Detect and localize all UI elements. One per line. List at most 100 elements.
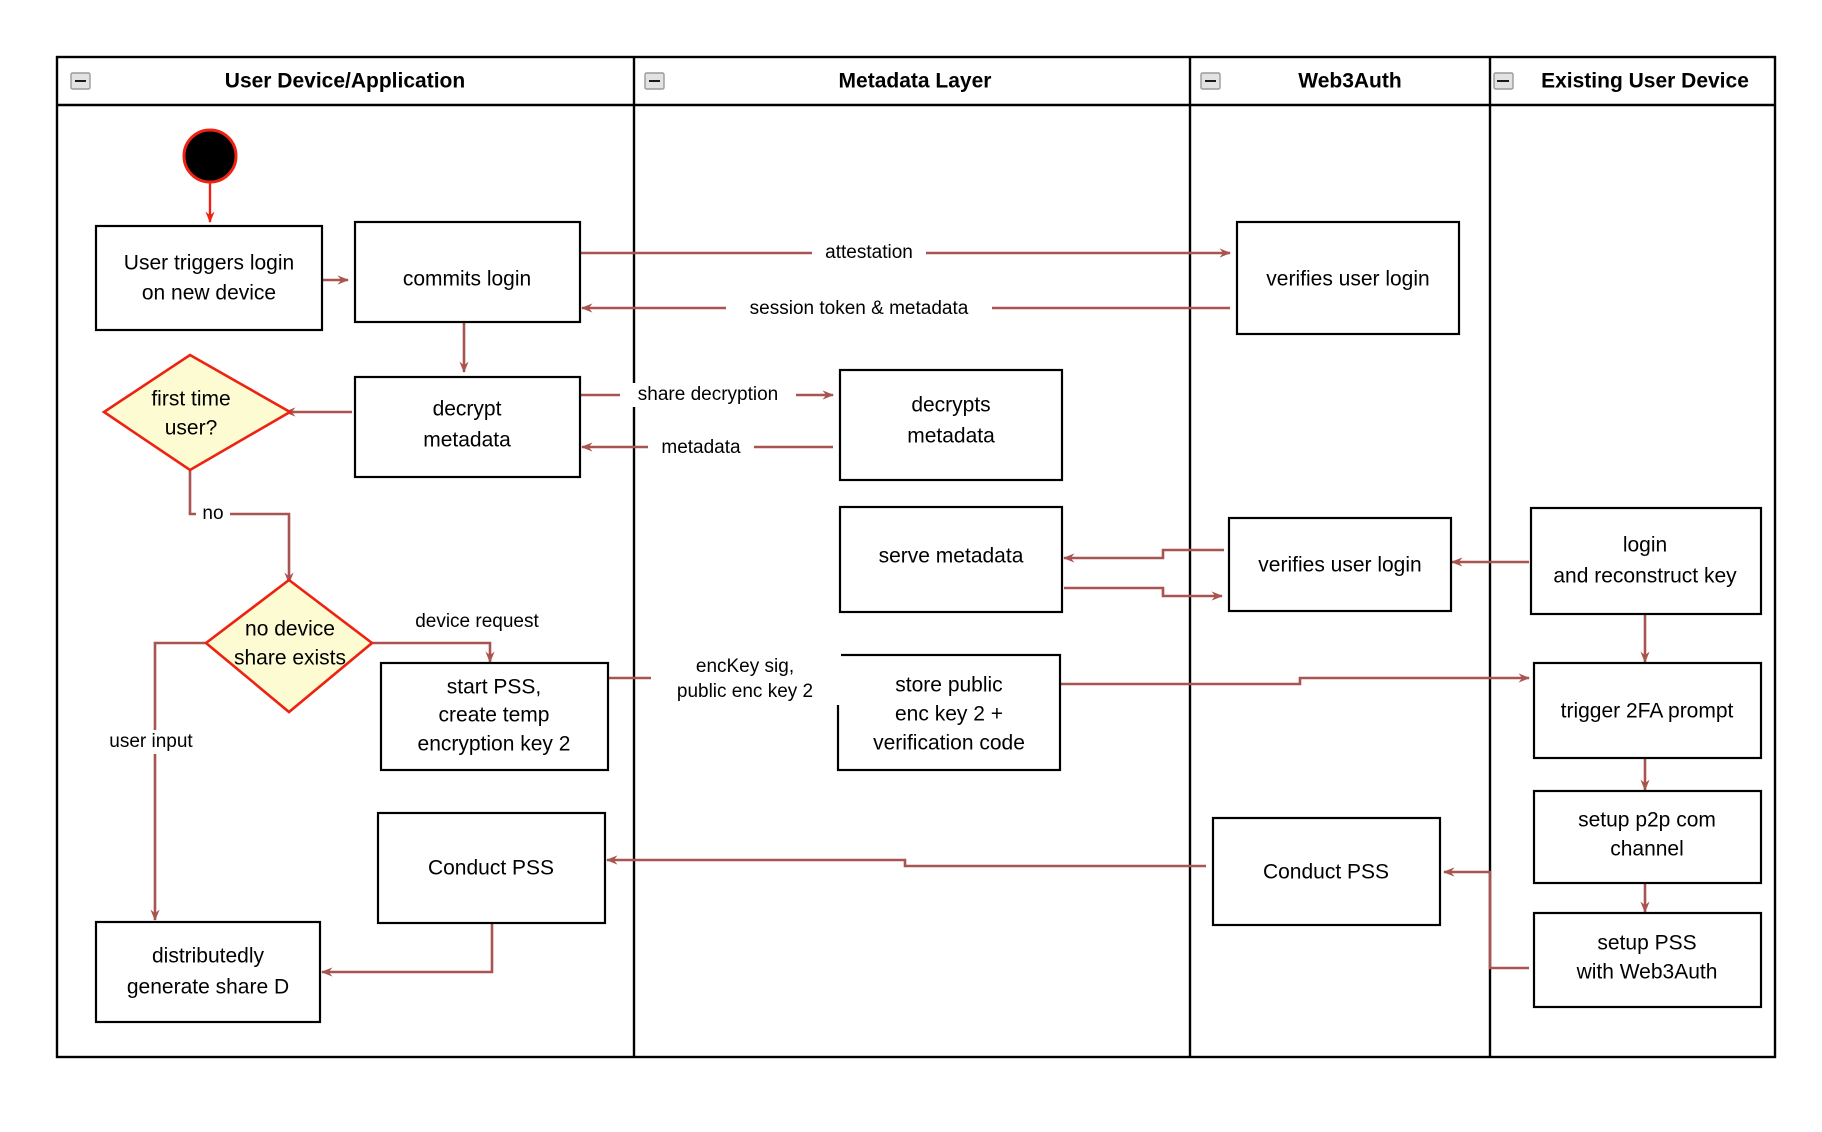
node-box[interactable] [94,920,322,1024]
edge-label-text: attestation [825,242,913,263]
decision-diamond[interactable] [203,578,375,714]
node-box[interactable] [1211,816,1442,927]
label-backdrop [651,653,841,705]
edge-label-attestation: attestation [812,241,926,265]
node-label-line-3: verification code [873,732,1025,755]
label-backdrop [812,241,926,265]
node-label: Conduct PSS [428,857,554,880]
node-box[interactable] [353,220,582,324]
node-login-and-reconstruct-key[interactable]: login and reconstruct key [1529,506,1763,616]
edge-label-session-token: session token & metadata [726,296,992,320]
node-store-public-enc-key[interactable]: store public enc key 2 + verification co… [836,653,1062,772]
edge-nodevice-to-startpss [369,641,495,663]
lane-header-user-device[interactable]: User Device/Application [70,70,465,93]
node-box[interactable] [836,653,1062,772]
edge-store-to-2fa [1060,673,1530,686]
edge-label-text: no [202,503,223,524]
lane-title-web3auth: Web3Auth [1298,70,1401,93]
edge-label-text: share decryption [638,384,778,405]
lane-title-user-device: User Device/Application [225,70,465,93]
node-label-line-2: and reconstruct key [1553,565,1737,588]
node-box[interactable] [1532,911,1763,1009]
node-box[interactable] [838,505,1064,614]
lane-header-web3auth[interactable]: Web3Auth [1200,70,1402,93]
node-verifies-user-login-1[interactable]: verifies user login [1235,220,1461,336]
node-label-line-1: decrypt [433,398,502,421]
node-distributedly-generate-share-d[interactable]: distributedly generate share D [94,920,322,1024]
edge-label-text: user input [109,731,193,752]
node-box[interactable] [1532,789,1763,885]
edge-label-text: session token & metadata [750,298,969,319]
lane-outer-border [55,55,1777,1059]
label-backdrop [397,610,557,634]
node-decrypt-metadata[interactable]: decrypt metadata [353,375,582,479]
node-label: verifies user login [1266,268,1429,291]
node-label-line-2: on new device [142,282,276,305]
node-label: commits login [403,268,531,291]
node-no-device-share-decision[interactable]: no device share exists [203,578,375,714]
edge-label-share-decryption: share decryption [620,383,796,407]
node-box[interactable] [1529,506,1763,616]
node-conduct-pss-user[interactable]: Conduct PSS [376,811,607,925]
decision-diamond[interactable] [101,353,293,472]
node-box[interactable] [379,661,610,772]
lane-header-metadata[interactable]: Metadata Layer [644,70,991,93]
label-backdrop [726,296,992,320]
node-box[interactable] [353,375,582,479]
decision-label-line-2: share exists [234,647,346,670]
edge-label-text-line-1: encKey sig, [696,656,794,677]
edge-conductpss-user-to-generate [321,922,494,977]
node-start-pss[interactable]: start PSS, create temp encryption key 2 [379,661,610,772]
node-label-line-1: setup p2p com [1578,809,1716,832]
edge-label-text: device request [415,611,539,632]
node-setup-p2p-channel[interactable]: setup p2p com channel [1532,789,1763,885]
edge-firsttime-to-nodevice [188,470,294,584]
lane-header-existing-device[interactable]: Existing User Device [1493,70,1749,93]
node-box[interactable] [1227,516,1453,613]
node-label-line-3: encryption key 2 [418,733,571,756]
node-decrypts-metadata[interactable]: decrypts metadata [838,368,1064,482]
label-backdrop [620,383,796,407]
node-box[interactable] [376,811,607,925]
edge-label-user-input: user input [94,730,209,754]
decision-label-line-1: first time [151,388,230,411]
node-trigger-2fa-prompt[interactable]: trigger 2FA prompt [1532,661,1763,760]
node-box[interactable] [94,224,324,332]
node-label-line-2: generate share D [127,976,289,999]
edge-serve-to-verifies2 [1064,586,1223,601]
edge-label-text: metadata [661,437,741,458]
edge-nodevice-to-generate [150,641,209,921]
initial-node [182,128,238,184]
edge-label-no: no [196,502,230,526]
node-label-line-2: metadata [907,425,995,448]
node-commits-login[interactable]: commits login [353,220,582,324]
label-backdrop [196,502,230,526]
node-conduct-pss-web3auth[interactable]: Conduct PSS [1211,816,1442,927]
node-serve-metadata[interactable]: serve metadata [838,505,1064,614]
node-label-line-1: store public [895,674,1002,697]
node-label-line-2: enc key 2 + [895,703,1003,726]
node-verifies-user-login-2[interactable]: verifies user login [1227,516,1453,613]
node-label-line-2: with Web3Auth [1576,961,1718,984]
node-label: serve metadata [879,545,1024,568]
edge-conductpss-web3auth-to-user [606,855,1206,868]
edge-verifies2-to-serve [1063,548,1224,563]
label-backdrop [648,436,754,460]
node-user-triggers-login[interactable]: User triggers login on new device [94,224,324,332]
node-label-line-1: login [1623,534,1667,557]
node-first-time-user-decision[interactable]: first time user? [101,353,293,472]
node-label-line-1: decrypts [911,394,990,417]
node-label-line-2: channel [1610,838,1684,861]
edge-label-text-line-2: public enc key 2 [677,681,813,702]
edge-label-metadata: metadata [648,436,754,460]
node-label-line-1: User triggers login [124,252,294,275]
decision-label-line-2: user? [165,417,218,440]
node-box[interactable] [1235,220,1461,336]
node-box[interactable] [838,368,1064,482]
node-setup-pss-with-web3auth[interactable]: setup PSS with Web3Auth [1532,911,1763,1009]
node-label-line-2: create temp [439,704,550,727]
decision-label-line-1: no device [245,618,335,641]
node-box[interactable] [1532,661,1763,760]
